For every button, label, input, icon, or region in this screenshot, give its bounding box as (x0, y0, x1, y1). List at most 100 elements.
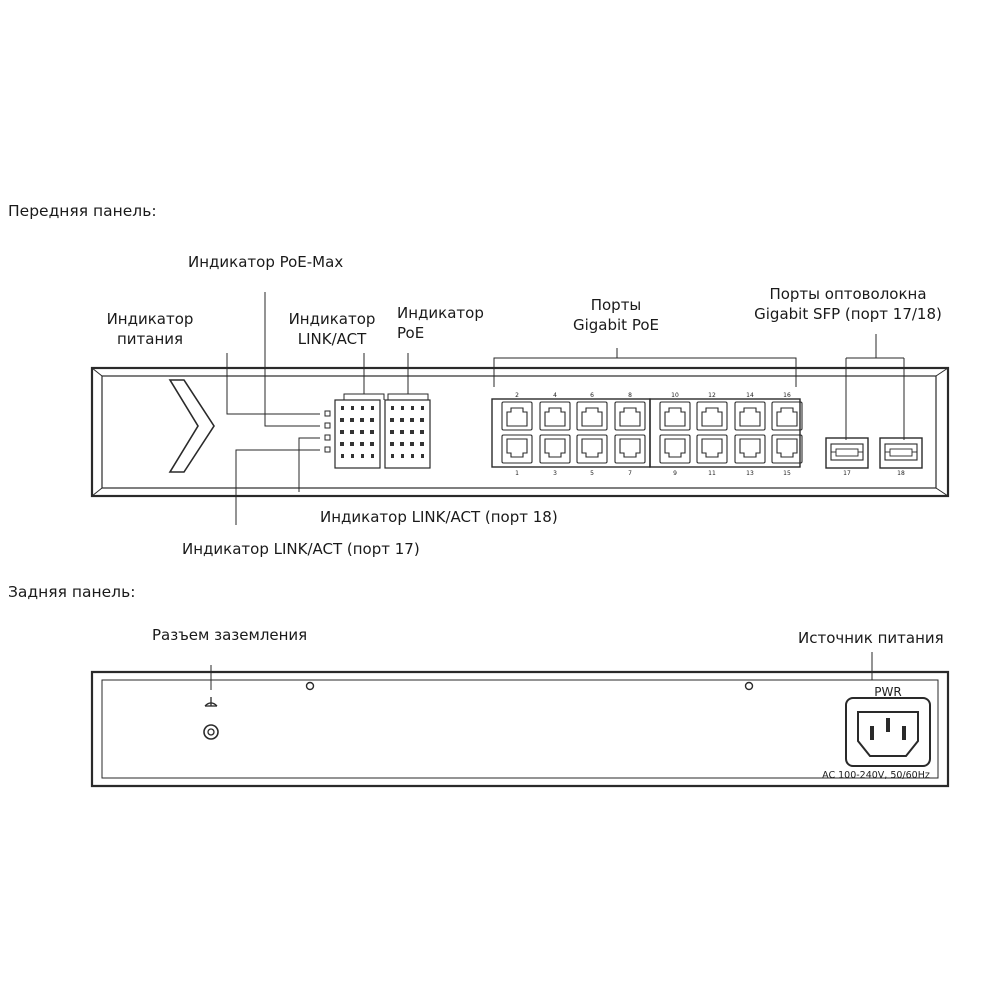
led-digit-mark (421, 454, 424, 458)
led (400, 418, 404, 422)
port-number-3: 3 (553, 470, 557, 477)
rj45-port[interactable] (539, 401, 571, 431)
rj45-port[interactable] (501, 434, 533, 464)
led (370, 418, 374, 422)
pwr-label: PWR (874, 685, 901, 699)
link-act-indicator-label: Индикатор LINK/ACT (282, 309, 382, 349)
rj45-port[interactable] (696, 401, 728, 431)
sfp-ports-label-line1: Порты оптоволокна (769, 285, 927, 303)
sfp-ports (825, 437, 923, 469)
led-digit-mark (391, 454, 394, 458)
ground-symbol-icon (204, 697, 218, 707)
led (350, 418, 354, 422)
port-number-5: 5 (590, 470, 594, 477)
sfp-number-17: 17 (843, 470, 851, 477)
port-number-7: 7 (628, 470, 632, 477)
led-digit-mark (341, 454, 344, 458)
led (360, 442, 364, 446)
status-leds (324, 410, 331, 453)
rj45-port[interactable] (614, 401, 646, 431)
rj45-port[interactable] (614, 434, 646, 464)
poe-indicator-label-line1: Индикатор (397, 304, 484, 322)
led (350, 430, 354, 434)
led (410, 430, 414, 434)
rj45-port[interactable] (659, 434, 691, 464)
sfp-port[interactable] (879, 437, 923, 469)
poe-indicator-label: Индикатор PoE (397, 303, 484, 343)
port-number-16: 16 (783, 392, 791, 399)
led (340, 418, 344, 422)
led (370, 430, 374, 434)
led-digit-mark (361, 454, 364, 458)
port-numbers: 2 4 6 8 10 12 14 16 1 3 5 7 9 11 13 15 1… (515, 392, 905, 477)
port-number-15: 15 (783, 470, 791, 477)
port-number-14: 14 (746, 392, 754, 399)
poe-max-indicator-label: Индикатор PoE-Max (188, 253, 344, 271)
poe-indicator-label-line2: PoE (397, 324, 425, 342)
sfp-port[interactable] (825, 437, 869, 469)
led-digit-mark (341, 406, 344, 410)
led-digit-mark (401, 406, 404, 410)
rj45-port[interactable] (771, 434, 803, 464)
led (420, 430, 424, 434)
power-rating-label: AC 100-240V, 50/60Hz (822, 770, 930, 781)
rj45-port[interactable] (734, 434, 766, 464)
led-digit-mark (351, 454, 354, 458)
led (360, 418, 364, 422)
rj45-port[interactable] (539, 434, 571, 464)
rj45-port[interactable] (696, 434, 728, 464)
rear-panel (90, 652, 950, 788)
front-panel (90, 366, 950, 498)
port-number-12: 12 (708, 392, 716, 399)
rj45-port[interactable] (771, 401, 803, 431)
led-digit-mark (351, 406, 354, 410)
rj45-port[interactable] (576, 401, 608, 431)
port-block-right (649, 398, 801, 468)
led-matrices (334, 399, 431, 469)
port-number-8: 8 (628, 392, 632, 399)
sfp-number-18: 18 (897, 470, 905, 477)
led-digit-mark (411, 406, 414, 410)
link-act-indicator-label-line2: LINK/ACT (297, 330, 367, 348)
led (350, 442, 354, 446)
led-digit-mark (401, 454, 404, 458)
led-digit-mark (371, 406, 374, 410)
power-supply-label: Источник питания (798, 629, 944, 647)
led (370, 442, 374, 446)
link-act-port18-label: Индикатор LINK/ACT (порт 18) (320, 508, 558, 526)
led (410, 418, 414, 422)
led-digit-mark (421, 406, 424, 410)
rj45-port[interactable] (659, 401, 691, 431)
screw-icon (305, 681, 315, 691)
power-indicator-label: Индикатор питания (100, 309, 200, 349)
port-number-9: 9 (673, 470, 677, 477)
rj45-port[interactable] (501, 401, 533, 431)
sfp-ports-label-line2: Gigabit SFP (порт 17/18) (754, 305, 942, 323)
rj45-port[interactable] (576, 434, 608, 464)
rj45-port[interactable] (734, 401, 766, 431)
led-digit-mark (391, 406, 394, 410)
led-digit-mark (361, 406, 364, 410)
leader-lines-front (226, 292, 905, 525)
power-inlet-icon (845, 697, 931, 767)
led (340, 430, 344, 434)
led-digit-mark (411, 454, 414, 458)
led (390, 418, 394, 422)
led (400, 442, 404, 446)
link-act-indicator-label-line1: Индикатор (288, 310, 376, 328)
ground-connector-icon (203, 724, 219, 740)
port-number-11: 11 (708, 470, 716, 477)
poe-matrix (384, 399, 431, 469)
sfp-ports-label: Порты оптоволокна Gigabit SFP (порт 17/1… (738, 284, 958, 324)
rear-panel-heading: Задняя панель: (8, 583, 136, 601)
chevron-logo-icon (168, 379, 215, 473)
gigabit-poe-ports-label-line1: Порты (590, 296, 642, 314)
led-digit-mark (371, 454, 374, 458)
link-act-port17-label: Индикатор LINK/ACT (порт 17) (182, 540, 420, 558)
port-number-2: 2 (515, 392, 519, 399)
port-number-10: 10 (671, 392, 679, 399)
port-number-13: 13 (746, 470, 754, 477)
screw-icon (744, 681, 754, 691)
led (390, 430, 394, 434)
port-number-4: 4 (553, 392, 557, 399)
